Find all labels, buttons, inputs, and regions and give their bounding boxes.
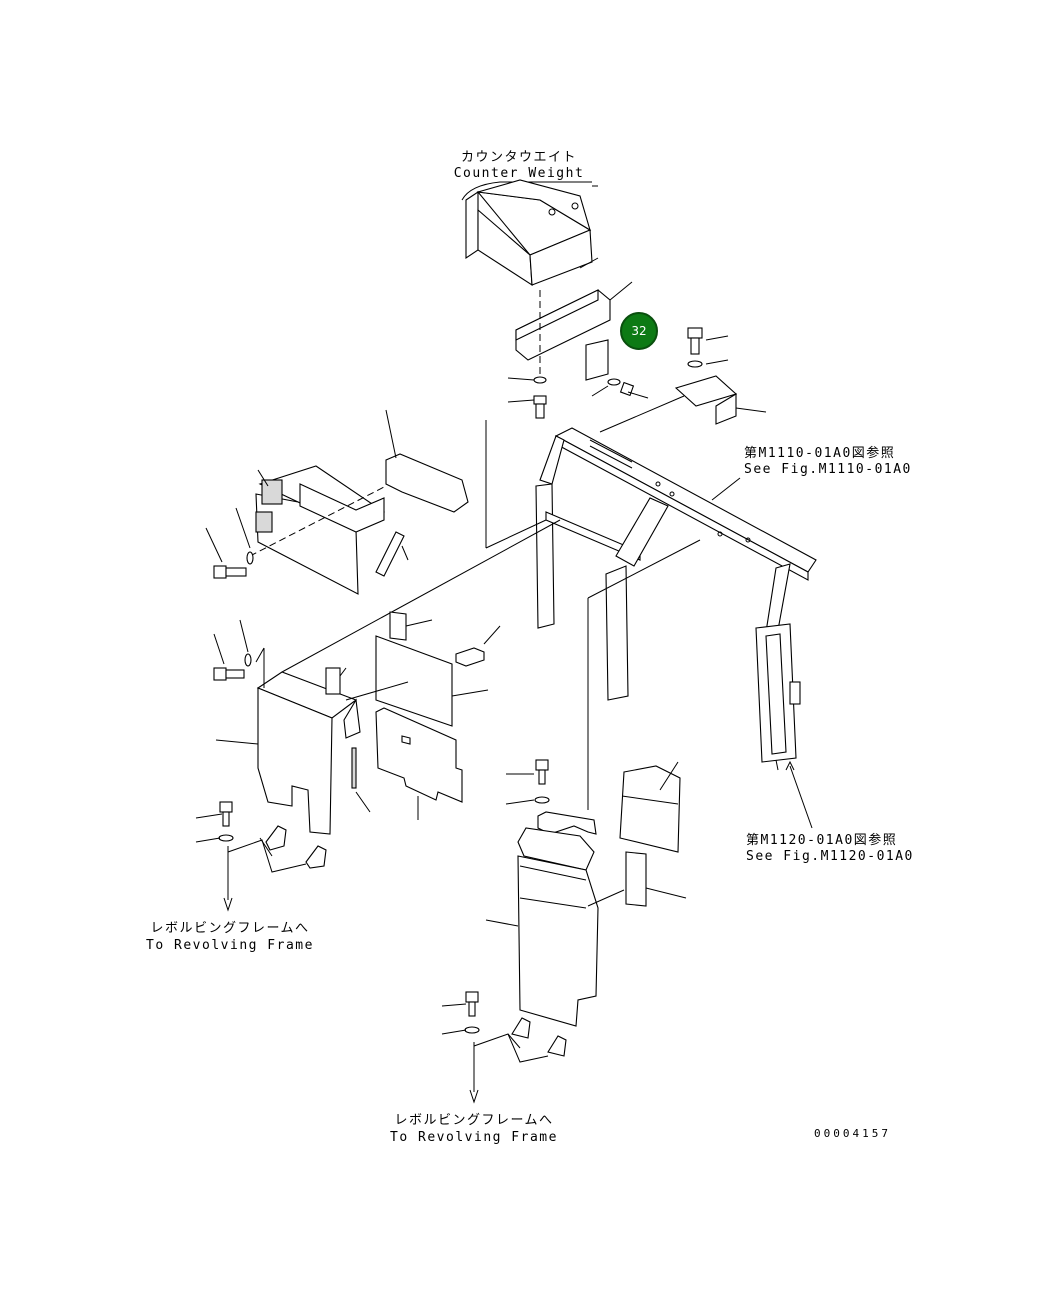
- callout-32[interactable]: 32: [620, 312, 658, 350]
- counterweight-label-jp: カウンタウエイト: [460, 150, 577, 165]
- fig-m1110-label-en: See Fig.M1110-01A0: [744, 462, 912, 477]
- cover-bracket-part: [515, 281, 633, 381]
- revolving-frame-bottom-label-en: To Revolving Frame: [390, 1130, 558, 1145]
- lower-left-cover-part: [215, 519, 561, 835]
- bolt-washer-group: [507, 376, 649, 419]
- left-bolts-upper: [205, 507, 254, 579]
- center-panels-part: [345, 611, 501, 820]
- right-bracket-part: [599, 327, 767, 433]
- fig-m1120-label-jp: 第M1120-01A0図参照: [746, 833, 898, 848]
- left-cover-assembly: [249, 409, 547, 595]
- revolving-frame-bottom-label-jp: レボルビングフレームへ: [394, 1113, 554, 1128]
- counterweight-part: [461, 179, 599, 287]
- right-side-panel-part: [755, 623, 813, 829]
- main-frame-part: [535, 427, 817, 701]
- bottom-left-clips: [195, 801, 327, 912]
- fig-m1120-label-en: See Fig.M1120-01A0: [746, 849, 914, 864]
- bottom-cover-part: [485, 539, 701, 1027]
- drawing-number: 00004157: [814, 1127, 891, 1140]
- fig-m1110-label-jp: 第M1110-01A0図参照: [744, 446, 896, 461]
- bottom-center-bolts: [441, 759, 567, 1104]
- revolving-frame-left-label-jp: レボルビングフレームへ: [150, 921, 310, 936]
- counterweight-label-en: Counter Weight: [453, 166, 585, 181]
- right-lower-panels: [619, 761, 687, 907]
- revolving-frame-left-label-en: To Revolving Frame: [146, 938, 314, 953]
- left-bolts-middle: [213, 619, 265, 688]
